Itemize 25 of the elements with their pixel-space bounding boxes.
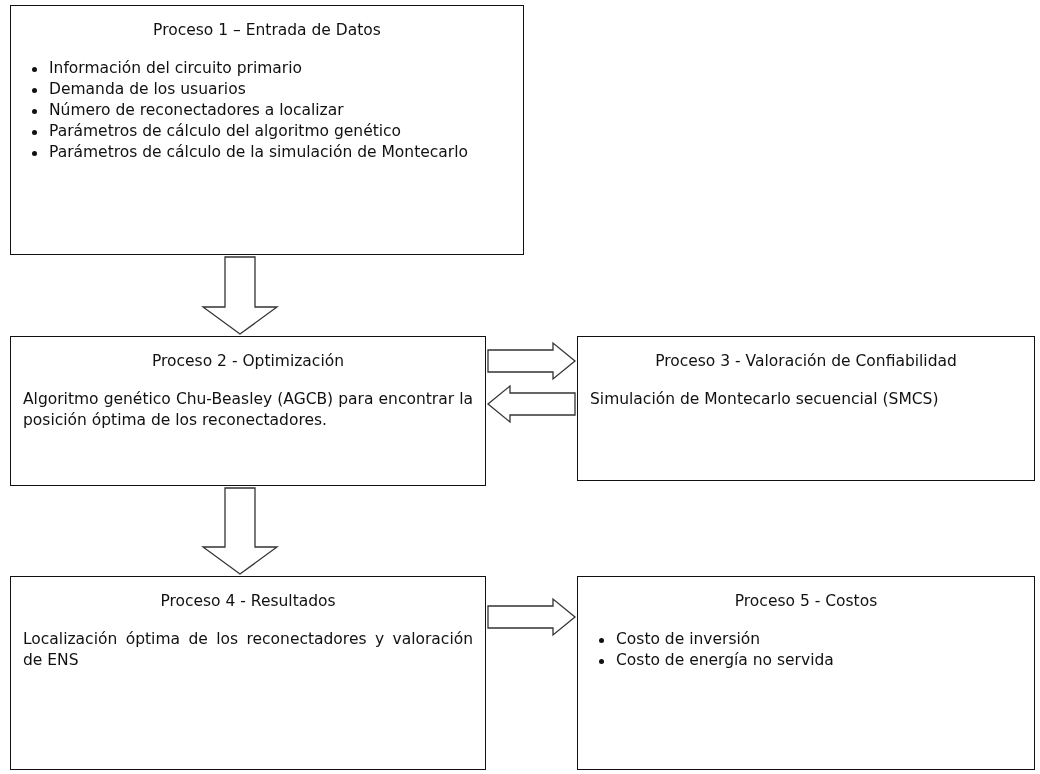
bullet-item: Parámetros de cálculo del algoritmo genético bbox=[49, 120, 403, 142]
block-arrow bbox=[486, 384, 576, 424]
process-title: Proceso 5 - Costos bbox=[733, 591, 879, 612]
bullet-item: Costo de inversión bbox=[616, 629, 762, 651]
process-box bbox=[577, 336, 1035, 481]
process-title: Proceso 3 - Valoración de Confiabilidad bbox=[654, 351, 958, 372]
block-arrow bbox=[487, 597, 577, 637]
bullet-item: Demanda de los usuarios bbox=[49, 79, 247, 100]
process-title: Proceso 4 - Resultados bbox=[159, 591, 337, 612]
process-box bbox=[577, 576, 1035, 770]
bullet-item: Información del circuito primario bbox=[49, 58, 303, 80]
process-box bbox=[10, 5, 524, 255]
bullet-item: Parámetros de cálculo de la simulación de Montecarlo bbox=[49, 141, 469, 163]
process-title: Proceso 2 - Optimización bbox=[150, 351, 345, 372]
bullet-item: Costo de energía no servida bbox=[616, 650, 835, 671]
process-box bbox=[10, 336, 486, 486]
process-description: Algoritmo genético Chu-Beasley (AGCB) para encontrar la posición óptima de los reconectadores. bbox=[23, 389, 473, 431]
bullet-item: Número de reconectadores a localizar bbox=[49, 100, 345, 121]
block-arrow bbox=[487, 341, 577, 381]
block-arrow bbox=[201, 487, 279, 575]
process-description: Localización óptima de los reconectadores y valoración de ENS bbox=[23, 629, 473, 671]
block-arrow bbox=[201, 256, 279, 335]
process-description: Simulación de Montecarlo secuencial (SMCS) bbox=[590, 389, 940, 411]
process-box bbox=[10, 576, 486, 770]
process-title: Proceso 1 – Entrada de Datos bbox=[152, 20, 382, 41]
